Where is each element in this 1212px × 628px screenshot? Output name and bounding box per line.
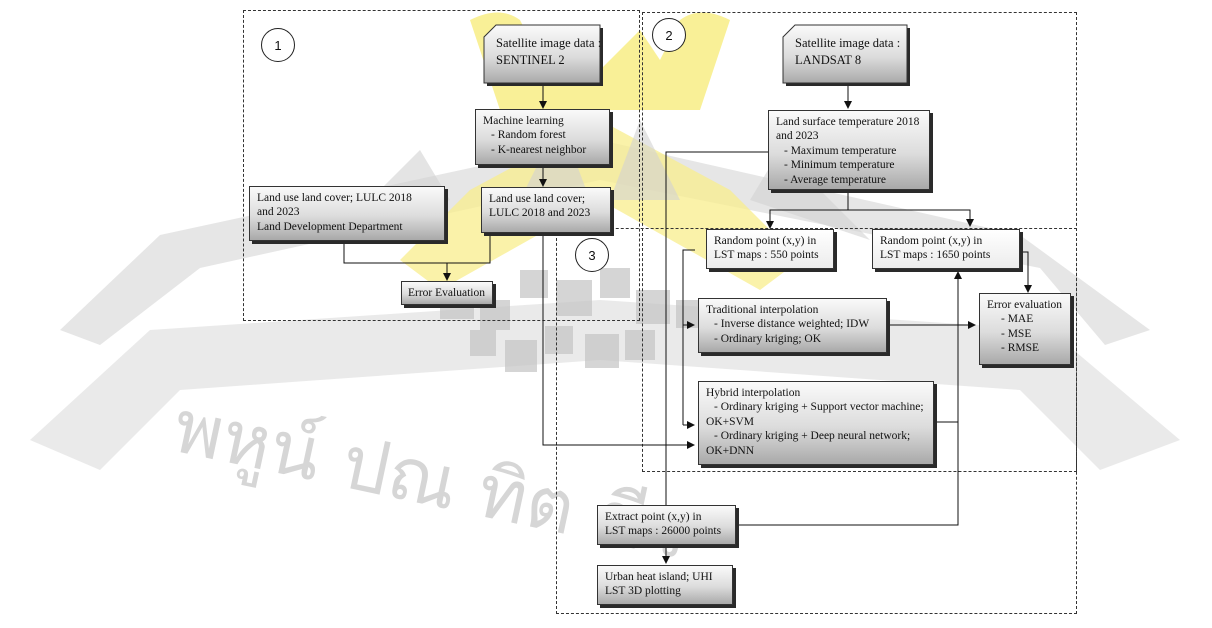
rand1650-line-1: Random point (x,y) in bbox=[880, 235, 983, 247]
watermark-lower-band bbox=[30, 300, 1180, 470]
lulc-dept-box: Land use land cover; LULC 2018 and 2023 … bbox=[249, 186, 445, 241]
rand1650-line-2: LST maps : 1650 points bbox=[880, 249, 991, 262]
sentinel-line-1: Satellite image data : bbox=[496, 36, 602, 50]
error-eval2-line-2: - MAE bbox=[1001, 313, 1034, 326]
arrow-lst-to-rand550 bbox=[766, 209, 848, 229]
traditional-interpolation-box: Traditional interpolation - Inverse dist… bbox=[698, 298, 887, 353]
error-evaluation-box: Error Evaluation bbox=[401, 281, 493, 305]
ml-line-1: Machine learning bbox=[483, 115, 564, 127]
extract-line-1: Extract point (x,y) in bbox=[605, 511, 702, 523]
sentinel-doc-shape bbox=[483, 24, 603, 86]
machine-learning-box: Machine learning - Random forest - K-nea… bbox=[475, 109, 610, 165]
region-label-2: 2 bbox=[652, 18, 686, 52]
lst-line-1: Land surface temperature 2018 bbox=[776, 116, 920, 128]
rand550-line-1: Random point (x,y) in bbox=[714, 235, 817, 247]
lulc-ml-line-1: Land use land cover; bbox=[489, 193, 586, 205]
arrow-lst-to-rand1650 bbox=[848, 209, 974, 227]
traditional-line-2: - Inverse distance weighted; IDW bbox=[714, 318, 870, 331]
lst-line-4: - Minimum temperature bbox=[784, 159, 895, 172]
region-label-3: 3 bbox=[575, 238, 609, 272]
landsat-line-1: Satellite image data : bbox=[795, 36, 901, 50]
arrow-lst-to-extract bbox=[665, 151, 768, 510]
arrow-rand550-to-traditional bbox=[682, 249, 695, 325]
hybrid-line-3: OK+SVM bbox=[706, 415, 755, 428]
ml-line-3: - K-nearest neighbor bbox=[491, 143, 587, 156]
arrow-rand1650-to-erroreval bbox=[1020, 251, 1032, 293]
region-1 bbox=[243, 10, 640, 321]
arrow-extract-to-rand1650 bbox=[736, 271, 962, 526]
hybrid-line-5: OK+DNN bbox=[706, 444, 755, 457]
lst-line-5: - Average temperature bbox=[784, 173, 886, 186]
random-1650-box: Random point (x,y) in LST maps : 1650 po… bbox=[872, 229, 1020, 269]
landsat-line-2: LANDSAT 8 bbox=[795, 52, 862, 67]
hybrid-line-2: - Ordinary kriging + Support vector mach… bbox=[714, 401, 924, 414]
sentinel-line-2: SENTINEL 2 bbox=[496, 52, 565, 67]
extract-line-2: LST maps : 26000 points bbox=[605, 525, 722, 538]
landsat-input: Satellite image data : LANDSAT 8 bbox=[781, 23, 913, 89]
error-evaluation-metrics-box: Error evaluation - MAE - MSE - RMSE bbox=[979, 293, 1071, 365]
lst-line-3: - Maximum temperature bbox=[784, 144, 897, 157]
traditional-line-1: Traditional interpolation bbox=[706, 304, 819, 316]
arrow-lulcml-to-error bbox=[447, 233, 491, 264]
watermark-fan bbox=[400, 120, 800, 290]
uhi-box: Urban heat island; UHI LST 3D plotting bbox=[597, 565, 733, 605]
lst-box: Land surface temperature 2018 and 2023 -… bbox=[768, 110, 930, 190]
error-eval2-line-1: Error evaluation bbox=[987, 299, 1063, 311]
rand550-line-2: LST maps : 550 points bbox=[714, 249, 819, 262]
sentinel-input: Satellite image data : SENTINEL 2 bbox=[482, 23, 606, 89]
error-eval2-line-3: - MSE bbox=[1001, 327, 1032, 340]
lulc-dept-line-3: Land Development Department bbox=[257, 220, 403, 233]
watermark-rays bbox=[330, 120, 870, 240]
arrow-lulcdept-to-error bbox=[343, 240, 447, 264]
uhi-line-2: LST 3D plotting bbox=[605, 585, 681, 598]
hybrid-interpolation-box: Hybrid interpolation - Ordinary kriging … bbox=[698, 381, 934, 465]
extract-point-box: Extract point (x,y) in LST maps : 26000 … bbox=[597, 505, 736, 545]
lulc-ml-line-2: LULC 2018 and 2023 bbox=[489, 207, 591, 220]
lulc-dept-line-2: and 2023 bbox=[257, 206, 300, 219]
lst-line-2: and 2023 bbox=[776, 130, 819, 143]
lulc-ml-box: Land use land cover; LULC 2018 and 2023 bbox=[481, 187, 611, 233]
error-evaluation-line: Error Evaluation bbox=[408, 287, 485, 299]
region-label-1: 1 bbox=[261, 28, 295, 62]
arrow-hybrid-to-erroreval bbox=[933, 325, 959, 423]
error-eval2-line-4: - RMSE bbox=[1001, 342, 1040, 355]
uhi-line-1: Urban heat island; UHI bbox=[605, 571, 713, 583]
random-550-box: Random point (x,y) in LST maps : 550 poi… bbox=[706, 229, 834, 269]
hybrid-line-4: - Ordinary kriging + Deep neural network… bbox=[714, 430, 911, 443]
arrow-lulcml-to-hybrid bbox=[542, 233, 695, 449]
landsat-doc-shape bbox=[782, 24, 910, 86]
region-3 bbox=[556, 228, 1077, 614]
hybrid-line-1: Hybrid interpolation bbox=[706, 387, 801, 399]
lulc-dept-line-1: Land use land cover; LULC 2018 bbox=[257, 192, 412, 204]
ml-line-2: - Random forest bbox=[491, 129, 566, 142]
traditional-line-3: - Ordinary kriging; OK bbox=[714, 332, 821, 345]
